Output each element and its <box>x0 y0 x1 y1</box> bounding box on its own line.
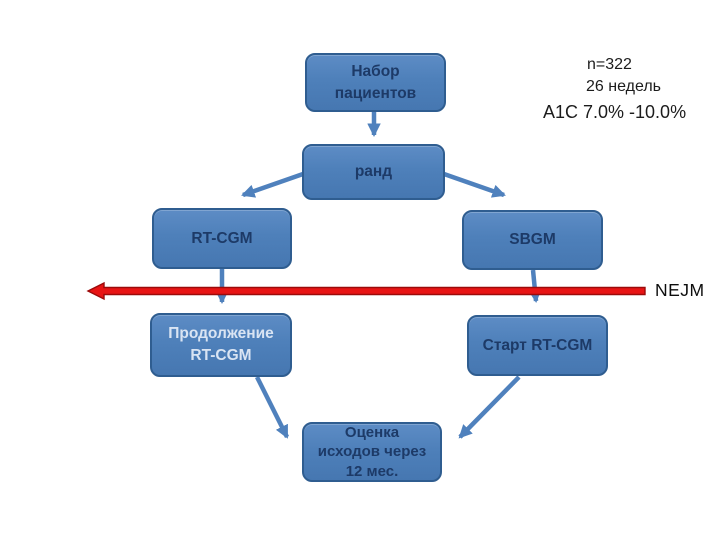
blue-connectors <box>215 112 542 439</box>
duration-text: 26 недель <box>586 78 661 95</box>
node-start-rt-cgm: Старт RT-CGM <box>467 315 608 376</box>
node-rt-cgm: RT-CGM <box>152 208 292 269</box>
nejm-timeline-arrow-icon <box>86 281 646 301</box>
a1c-range-text: A1C 7.0% -10.0% <box>543 102 687 122</box>
arrow-rand-to-sbgm-icon <box>443 171 506 198</box>
node-randomization: ранд <box>302 144 445 200</box>
arrow-sbgm-to-start-icon <box>528 269 542 304</box>
node-sbgm: SBGM <box>462 210 603 270</box>
sample-size-text: n=322 <box>587 56 632 73</box>
node-continue-rt-cgm: Продолжение RT-CGM <box>150 313 292 377</box>
arrow-continue-to-outcome-icon <box>254 375 290 439</box>
arrow-rand-to-rtcgm-icon <box>241 171 304 198</box>
arrow-start-to-outcome-icon <box>458 375 521 439</box>
nejm-label: NEJM <box>655 280 705 300</box>
node-outcome-assessment: Оценка исходов через 12 мес. <box>302 422 442 482</box>
node-recruitment: Набор пациентов <box>305 53 446 112</box>
